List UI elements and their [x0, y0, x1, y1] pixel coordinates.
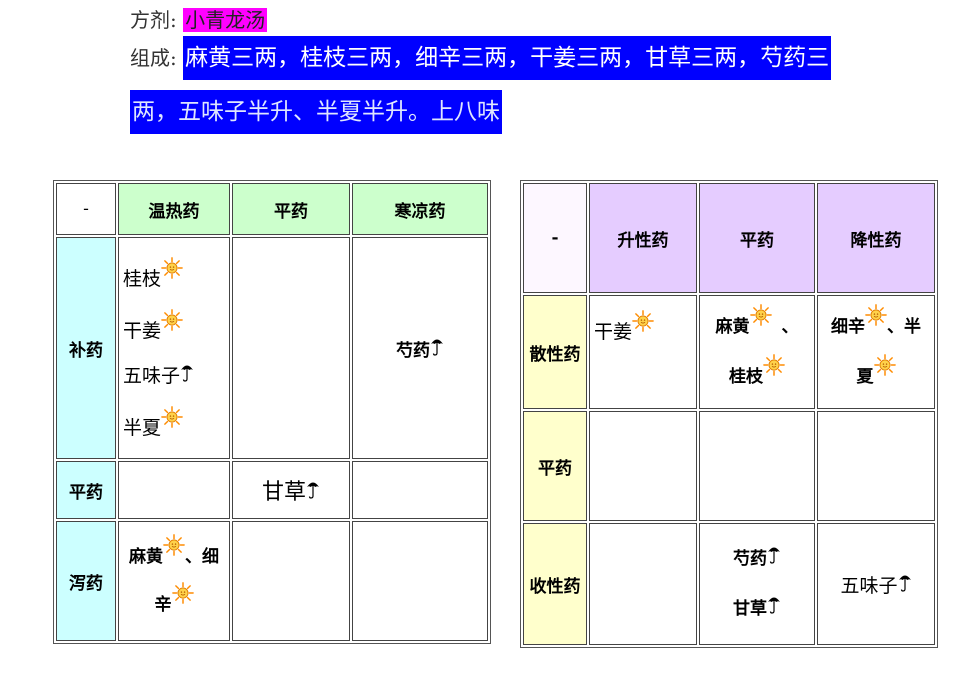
- composition-label: 组成:: [130, 46, 177, 70]
- sun-icon: [865, 304, 887, 326]
- separator: 、细: [185, 547, 219, 567]
- umbrella-icon: [180, 362, 194, 382]
- sun-icon: [161, 406, 183, 428]
- sun-icon: [172, 582, 194, 604]
- sun-icon: [874, 354, 896, 376]
- herb-item: 芍药: [396, 336, 444, 361]
- cell-disperse-neutral: 麻黄 、 桂枝: [699, 295, 815, 409]
- herb-name: 甘草: [261, 480, 306, 505]
- herb-name: 芍药: [396, 340, 430, 361]
- herb-item: 芍药: [733, 534, 781, 584]
- cell-astringe-descend: 五味子: [817, 523, 935, 645]
- formula-name: 小青龙汤: [183, 8, 268, 32]
- separator: 、: [781, 317, 799, 337]
- herb-item: 麻黄 、: [716, 302, 799, 352]
- herb-name: 干姜: [594, 321, 633, 343]
- umbrella-icon: [306, 479, 320, 499]
- cell-purge-cold: [352, 521, 488, 641]
- col-header-cold: 寒凉药: [352, 183, 488, 235]
- corner-cell: -: [523, 183, 587, 293]
- cell-astringe-neutral: 芍药 甘草: [699, 523, 815, 645]
- row-header-astringe: 收性药: [523, 523, 587, 645]
- composition-line: 组成: 麻黄三两，桂枝三两，细辛三两，干姜三两，甘草三两，芍药三: [130, 36, 832, 80]
- cell-astringe-ascend: [589, 523, 697, 645]
- row-header-disperse: 散性药: [523, 295, 587, 409]
- herb-name: 麻黄: [129, 547, 163, 567]
- cell-disperse-descend: 细辛 、半 夏: [817, 295, 935, 409]
- row-header-purge: 泻药: [56, 521, 116, 641]
- cell-neutral-warm: [118, 461, 230, 519]
- formula-line: 方剂: 小青龙汤: [130, 5, 268, 35]
- formula-label: 方剂:: [130, 8, 177, 32]
- disperse-astringe-table: - 升性药 平药 降性药 散性药 干姜 麻黄 、 桂枝 细辛 、半 夏 平药 收性药…: [520, 180, 938, 648]
- herb-name: 芍药: [733, 549, 767, 569]
- cell-neutral-neutral: [699, 411, 815, 521]
- cell-tonify-neutral: [232, 237, 350, 459]
- col-header-neutral: 平药: [699, 183, 815, 293]
- cell-disperse-ascend: 干姜: [589, 295, 697, 409]
- herb-name: 桂枝: [729, 367, 763, 387]
- cell-purge-neutral: [232, 521, 350, 641]
- cell-tonify-warm: 桂枝 干姜 五味子 半夏: [118, 237, 230, 459]
- sun-icon: [750, 304, 772, 326]
- herb-item: 夏: [857, 352, 896, 402]
- umbrella-icon: [430, 336, 444, 356]
- herb-item: 甘草: [733, 584, 781, 634]
- herb-name: 甘草: [733, 599, 767, 619]
- herb-name: 干姜: [123, 319, 162, 342]
- herb-item: 半夏: [123, 406, 229, 440]
- col-header-descend: 降性药: [817, 183, 935, 293]
- herb-name: 五味子: [840, 574, 898, 597]
- sun-icon: [163, 534, 185, 556]
- cell-neutral-cold: [352, 461, 488, 519]
- row-header-tonify: 补药: [56, 237, 116, 459]
- col-header-warm: 温热药: [118, 183, 230, 235]
- cell-tonify-cold: 芍药: [352, 237, 488, 459]
- herb-name: 夏: [856, 367, 874, 387]
- herb-name: 麻黄: [715, 317, 750, 337]
- herb-name: 五味子: [123, 364, 181, 387]
- herb-item: 干姜: [594, 310, 654, 344]
- sun-icon: [763, 354, 785, 376]
- sun-icon: [632, 310, 654, 332]
- herb-item: 细辛 、半: [831, 302, 921, 352]
- col-header-neutral: 平药: [232, 183, 350, 235]
- composition-text-1: 麻黄三两，桂枝三两，细辛三两，干姜三两，甘草三两，芍药三: [183, 36, 832, 80]
- herb-item: 桂枝: [123, 257, 229, 291]
- separator: 、半: [887, 317, 921, 337]
- herb-name: 细辛: [831, 317, 865, 337]
- col-header-ascend: 升性药: [589, 183, 697, 293]
- herb-name: 辛: [154, 595, 172, 615]
- herb-item: 甘草: [262, 474, 320, 506]
- herb-item: 五味子: [840, 571, 911, 598]
- herb-item: 桂枝: [729, 352, 785, 402]
- herb-item: 干姜: [123, 309, 229, 343]
- herb-name: 桂枝: [123, 267, 162, 290]
- herb-item: 麻黄 、细: [129, 533, 219, 581]
- umbrella-icon: [767, 544, 781, 564]
- herb-item: 五味子: [123, 361, 229, 388]
- tonify-purge-table: - 温热药 平药 寒凉药 补药 桂枝 干姜 五味子 半夏 芍药 平药 甘草 泻药…: [53, 180, 491, 644]
- herb-item: 辛: [155, 581, 194, 629]
- composition-line-2: 两，五味子半升、半夏半升。上八味: [130, 90, 502, 134]
- sun-icon: [161, 257, 183, 279]
- row-header-neutral: 平药: [523, 411, 587, 521]
- umbrella-icon: [898, 572, 912, 592]
- cell-purge-warm: 麻黄 、细 辛: [118, 521, 230, 641]
- cell-neutral-descend: [817, 411, 935, 521]
- umbrella-icon: [767, 594, 781, 614]
- herb-name: 半夏: [123, 416, 162, 439]
- composition-text-2: 两，五味子半升、半夏半升。上八味: [130, 90, 502, 134]
- row-header-neutral: 平药: [56, 461, 116, 519]
- corner-cell: -: [56, 183, 116, 235]
- cell-neutral-neutral: 甘草: [232, 461, 350, 519]
- sun-icon: [161, 309, 183, 331]
- cell-neutral-ascend: [589, 411, 697, 521]
